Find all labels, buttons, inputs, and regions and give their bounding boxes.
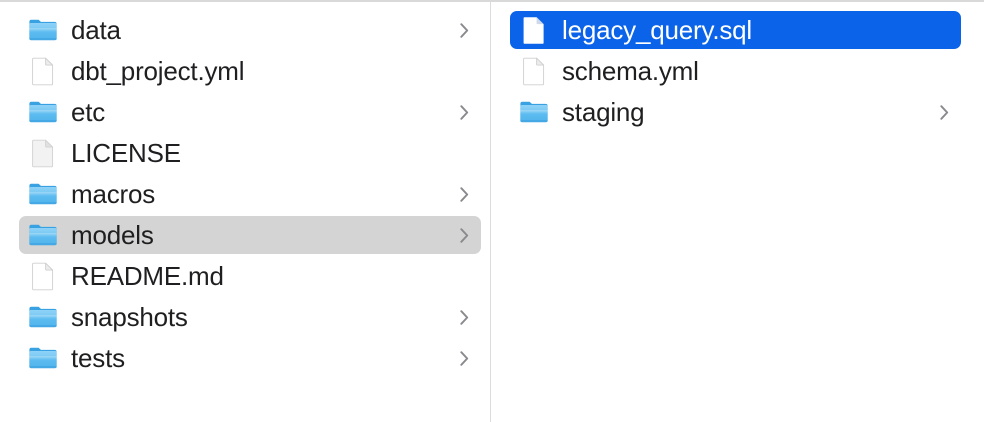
item-label: legacy_query.sql — [562, 15, 752, 45]
folder-icon — [519, 97, 549, 127]
chevron-right-icon[interactable] — [457, 102, 471, 122]
folder-row[interactable]: macros — [19, 175, 481, 213]
document-icon — [28, 261, 58, 291]
folder-icon — [28, 302, 58, 332]
file-row[interactable]: legacy_query.sql — [510, 11, 961, 49]
item-label: snapshots — [71, 302, 188, 332]
item-label: etc — [71, 97, 106, 127]
file-row[interactable]: LICENSE — [19, 134, 481, 172]
document-icon — [519, 56, 549, 86]
item-label: schema.yml — [562, 56, 699, 86]
item-label: LICENSE — [71, 138, 181, 168]
chevron-right-icon[interactable] — [457, 225, 471, 245]
plain-document-icon — [28, 138, 58, 168]
folder-row[interactable]: tests — [19, 339, 481, 377]
folder-icon — [28, 97, 58, 127]
file-row[interactable]: README.md — [19, 257, 481, 295]
folder-row[interactable]: etc — [19, 93, 481, 131]
folder-row[interactable]: staging — [510, 93, 961, 131]
file-row[interactable]: dbt_project.yml — [19, 52, 481, 90]
item-label: README.md — [71, 261, 224, 291]
folder-icon — [28, 15, 58, 45]
item-label: tests — [71, 343, 125, 373]
chevron-right-icon[interactable] — [457, 184, 471, 204]
item-label: models — [71, 220, 154, 250]
chevron-right-icon[interactable] — [457, 307, 471, 327]
item-label: staging — [562, 97, 645, 127]
chevron-right-icon[interactable] — [937, 102, 951, 122]
folder-icon — [28, 343, 58, 373]
document-icon — [28, 56, 58, 86]
chevron-right-icon[interactable] — [457, 348, 471, 368]
finder-column-2: legacy_query.sql schema.yml staging — [491, 0, 984, 422]
folder-row[interactable]: models — [19, 216, 481, 254]
chevron-right-icon[interactable] — [457, 20, 471, 40]
folder-row[interactable]: data — [19, 11, 481, 49]
item-label: data — [71, 15, 121, 45]
document-icon — [519, 15, 549, 45]
file-row[interactable]: schema.yml — [510, 52, 961, 90]
item-label: dbt_project.yml — [71, 56, 245, 86]
folder-icon — [28, 179, 58, 209]
folder-icon — [28, 220, 58, 250]
item-label: macros — [71, 179, 156, 209]
folder-row[interactable]: snapshots — [19, 298, 481, 336]
